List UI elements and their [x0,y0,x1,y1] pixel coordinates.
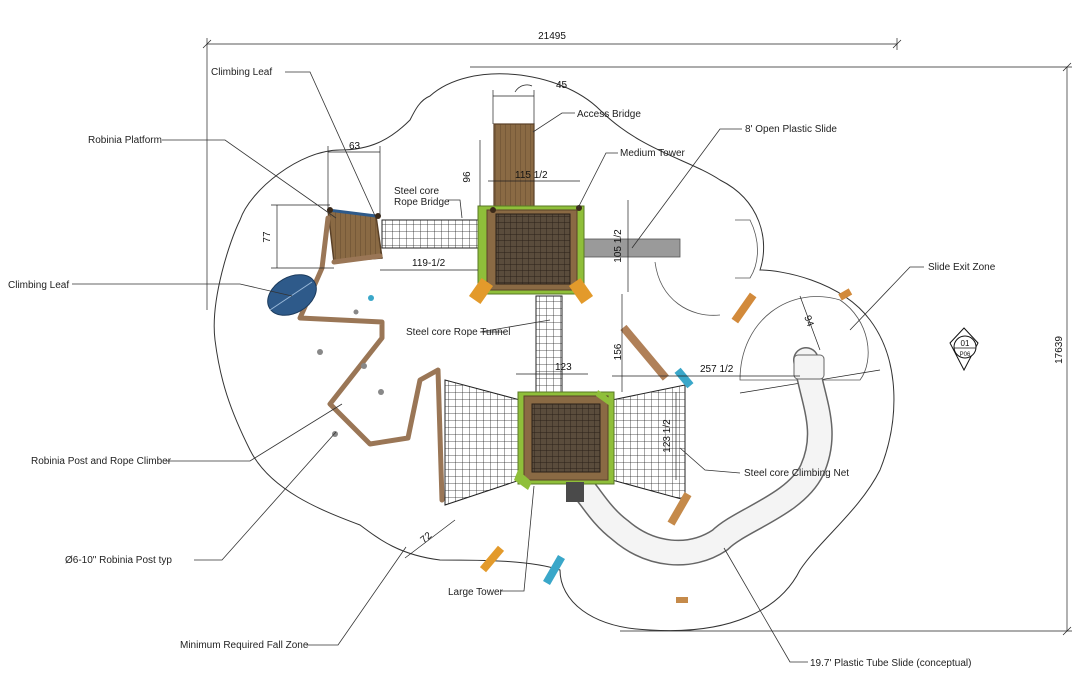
section-marker-number: 01 [961,339,970,348]
dim-access-bridge-length: 96 [462,171,473,183]
open-slide-exit [735,219,758,279]
climbing-net-left [444,379,521,506]
open-plastic-slide [579,238,681,258]
label-rope-bridge-line1: Steel core [394,186,439,197]
label-open-slide: 8' Open Plastic Slide [745,124,837,135]
label-medium-tower: Medium Tower [620,148,686,159]
rope-tunnel [535,295,563,393]
dim-medium-tower-x: 115 1/2 [515,170,548,181]
medium-tower [468,205,594,305]
label-robinia-platform: Robinia Platform [88,135,162,146]
label-robinia-post: Ø6-10" Robinia Post typ [65,555,172,566]
label-rope-bridge-line2: Rope Bridge [394,197,450,208]
dim-large-tower-y: 123 1/2 [662,419,673,453]
dim-medium-tower-y: 105 1/2 [613,229,624,263]
section-marker: 01 P06 [949,327,979,372]
overall-height-label: 17639 [1054,336,1065,364]
dim-platform-width: 63 [349,141,361,152]
rope-bridge [381,219,483,249]
label-fall-zone: Minimum Required Fall Zone [180,640,309,651]
label-slide-exit-zone: Slide Exit Zone [928,262,996,273]
fall-zone-outline [213,73,895,632]
access-bridge [493,123,535,209]
robinia-posts [317,288,853,603]
label-tube-slide: 19.7' Plastic Tube Slide (conceptual) [810,658,971,669]
tube-slide [567,347,833,566]
slide-exit-zone-area [739,296,869,381]
label-rope-tunnel: Steel core Rope Tunnel [406,327,511,338]
dim-access-bridge-width: 45 [556,80,568,91]
dim-fall-zone: 72 [419,530,435,546]
overall-height-dimension: 17639 [470,62,1072,636]
label-climbing-leaf-left: Climbing Leaf [8,280,69,291]
dim-slide-exit: 94 [801,314,815,329]
overall-width-dimension: 21495 [202,31,902,310]
detail-dimensions: 45 63 77 96 115 1/2 119-1/2 105 1/2 156 … [262,80,821,559]
leader-lines [72,71,924,663]
robinia-platform [327,207,383,263]
dim-rope-tunnel-length: 156 [613,343,624,360]
label-access-bridge: Access Bridge [577,109,641,120]
label-climbing-net: Steel core Climbing Net [744,468,849,479]
overall-width-label: 21495 [538,31,566,42]
label-large-tower: Large Tower [448,587,504,598]
dim-rope-tunnel-offset: 123 [555,362,572,373]
climbing-net-right [611,384,686,501]
dim-net-span: 257 1/2 [700,364,734,375]
dim-rope-bridge-span: 119-1/2 [412,258,446,269]
dim-platform-depth: 77 [262,231,273,243]
label-climbing-leaf-top: Climbing Leaf [211,67,272,78]
label-robinia-post-climber: Robinia Post and Rope Climber [31,456,172,467]
section-marker-sheet: P06 [960,352,971,358]
large-tower [514,390,615,502]
